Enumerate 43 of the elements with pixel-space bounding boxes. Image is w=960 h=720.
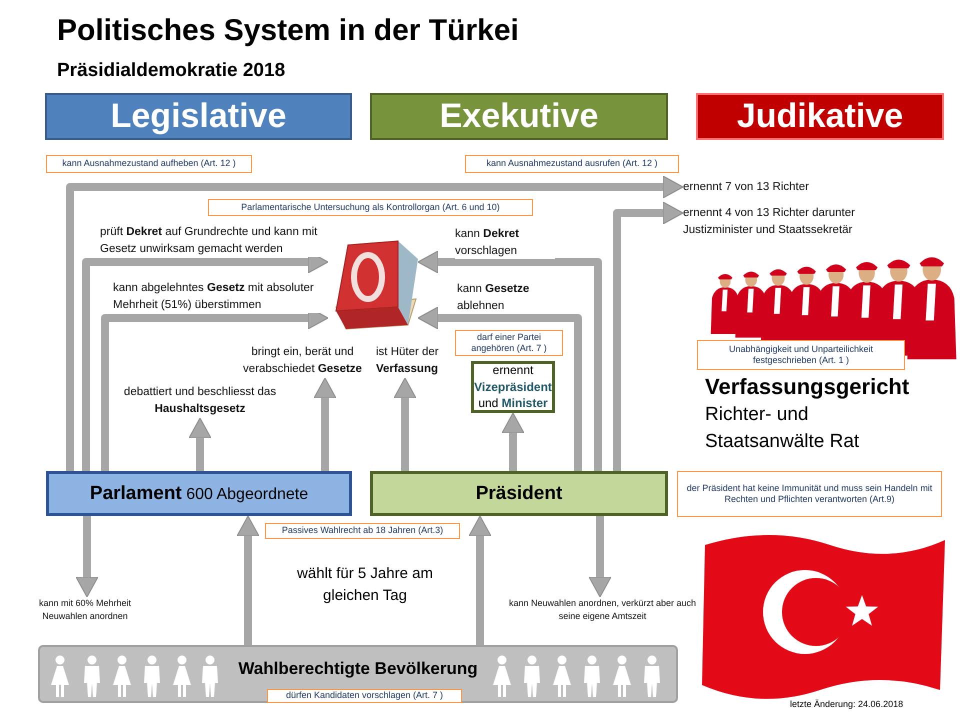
court-subtitle: Richter- und Staatsanwälte Rat — [705, 403, 860, 454]
annotation-text: bringt ein, berät und verabschiedet Gesetze — [235, 344, 370, 378]
arrow — [468, 516, 492, 645]
arrow — [418, 250, 602, 471]
annotation-text: ernennt 4 von 13 Richter darunter Justizminister und Staatssekretär — [683, 205, 923, 241]
note-box: Unabhängigkeit und Unparteilichkeit festgeschrieben (Art. 1 ) — [697, 340, 905, 370]
arrow — [394, 378, 416, 471]
note-box: kann Ausnahmezustand aufheben (Art. 12 ) — [46, 155, 252, 173]
edge-label: kann Dekret vorschlagen — [455, 226, 555, 260]
arrow — [613, 202, 684, 471]
branch-header: Judikative — [696, 93, 944, 140]
arrow — [314, 378, 336, 471]
arrow — [418, 306, 582, 471]
annotation-text: ernennt 7 von 13 Richter — [683, 179, 883, 195]
note-box: darf einer Partei angehören (Art. 7 ) — [455, 330, 563, 356]
court-title: Verfassungsgericht — [705, 374, 910, 400]
edge-label: prüft Dekret auf Grundrechte und kann mit Gesetz unwirksam gemacht werden — [100, 224, 320, 258]
diagram-title: Politisches System in der Türkei — [57, 14, 519, 48]
arrow — [588, 516, 612, 598]
arrow — [236, 516, 260, 645]
branch-header: Legislative — [45, 93, 352, 140]
note-box: kann Ausnahmezustand ausrufen (Art. 12 ) — [465, 155, 679, 173]
branch-header: Exekutive — [370, 93, 668, 140]
population-label: Wahlberechtigte Bevölkerung — [237, 659, 479, 679]
annotation-text: ist Hüter der Verfassung — [376, 344, 456, 378]
note-box: der Präsident hat keine Immunität und muss sein Handeln mit Rechten und Pflichten verantworten (Art.9) — [677, 471, 942, 517]
annotation-text: debattiert und beschliesst das Haushaltsgesetz — [115, 384, 285, 418]
parliament-box: Parlament 600 Abgeordnete — [46, 471, 352, 516]
population-bar — [38, 645, 678, 703]
note-box: Parlamentarische Untersuchung als Kontrollorgan (Art. 6 und 10) — [208, 199, 533, 216]
annotation-text: kann Neuwahlen anordnen, verkürzt aber auch seine eigene Amtszeit — [505, 597, 700, 627]
president-box: Präsident — [370, 471, 668, 516]
diagram-subtitle: Präsidialdemokratie 2018 — [57, 60, 286, 82]
appointment-box: ernennt Vizepräsident und Minister — [471, 361, 555, 413]
arrow — [76, 516, 98, 598]
note-box: Passives Wahlrecht ab 18 Jahren (Art.3) — [265, 523, 460, 539]
arrow — [502, 412, 524, 471]
update-date: letzte Änderung: 24.06.2018 — [790, 699, 904, 709]
arrow — [66, 176, 684, 471]
election-note: wählt für 5 Jahre am gleichen Tag — [296, 564, 434, 606]
annotation-text: kann mit 60% Mehrheit Neuwahlen anordnen — [20, 597, 150, 627]
note-box: dürfen Kandidaten vorschlagen (Art. 7 ) — [267, 689, 462, 703]
arrow — [188, 418, 212, 471]
